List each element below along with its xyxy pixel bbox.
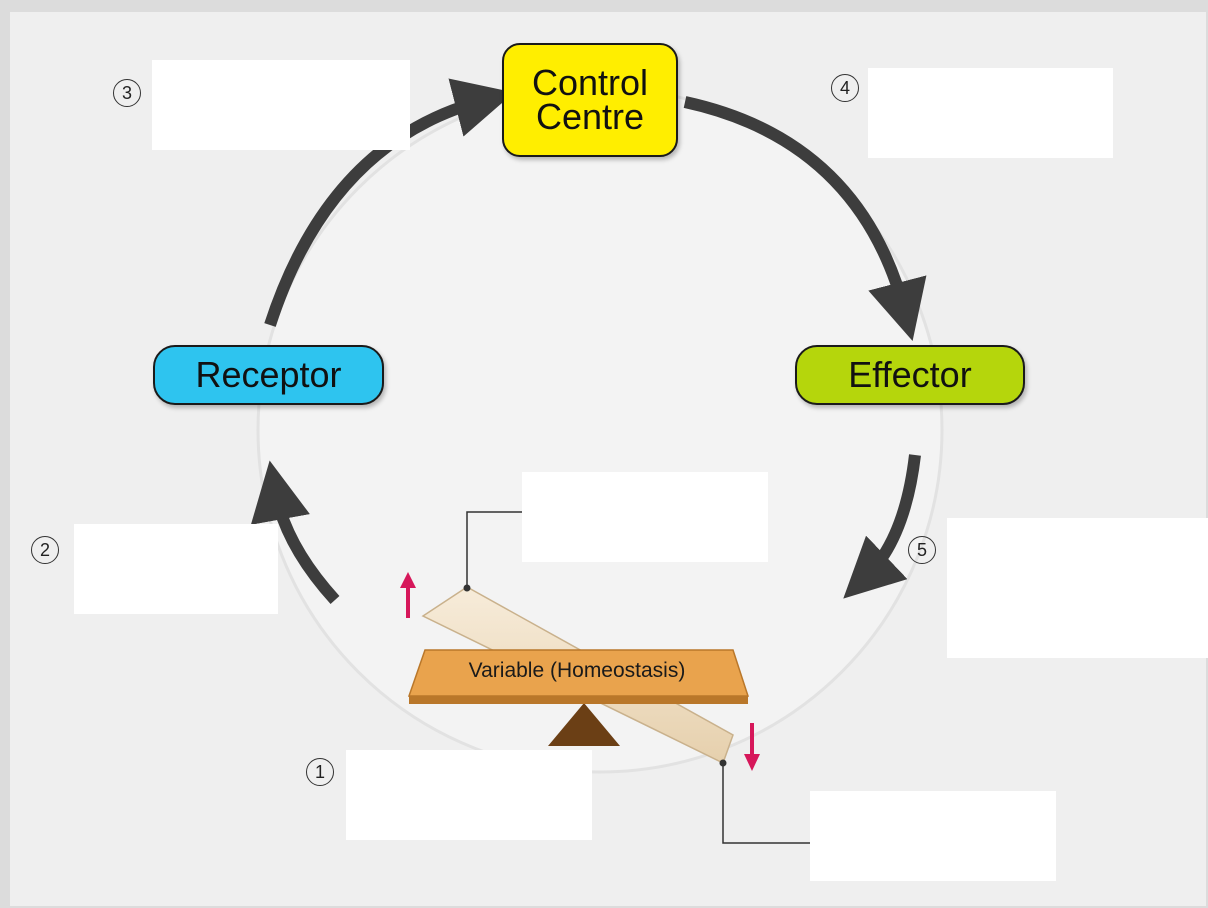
pivot-dot-lower xyxy=(719,759,727,767)
receptor-node: Receptor xyxy=(153,345,384,405)
effector-label: Effector xyxy=(848,354,972,395)
control-centre-label-line2: Centre xyxy=(535,96,645,137)
step-marker-4: 4 xyxy=(831,74,859,102)
step-marker-1: 1 xyxy=(306,758,334,786)
control-centre-label-line1: Control xyxy=(531,62,649,103)
arrow-effector-to-variable xyxy=(843,454,921,599)
connector-upper xyxy=(466,511,522,588)
effector-node: Effector xyxy=(795,345,1025,405)
variable-platform-edge xyxy=(409,696,748,704)
arrow-receptor-to-control xyxy=(264,78,515,327)
variable-label: Variable (Homeostasis) xyxy=(468,659,686,682)
increase-arrow xyxy=(400,572,416,618)
receptor-label: Receptor xyxy=(195,354,342,395)
arrow-variable-to-receptor xyxy=(250,460,340,605)
blank-label-box-1 xyxy=(346,750,592,840)
decrease-arrow xyxy=(744,723,760,771)
connector-lower xyxy=(722,763,812,844)
step-marker-2: 2 xyxy=(31,536,59,564)
fulcrum xyxy=(548,703,620,746)
blank-label-box-4 xyxy=(868,68,1113,158)
control-centre-node: Control Centre xyxy=(502,43,678,157)
blank-label-box-variable-up xyxy=(522,472,768,562)
pivot-dot-upper xyxy=(463,584,471,592)
blank-label-box-3 xyxy=(152,60,410,150)
step-marker-5: 5 xyxy=(908,536,936,564)
blank-label-box-2 xyxy=(74,524,278,614)
blank-label-box-5 xyxy=(947,518,1208,658)
arrow-control-to-effector xyxy=(683,96,927,342)
step-marker-3: 3 xyxy=(113,79,141,107)
blank-label-box-variable-down xyxy=(810,791,1056,881)
